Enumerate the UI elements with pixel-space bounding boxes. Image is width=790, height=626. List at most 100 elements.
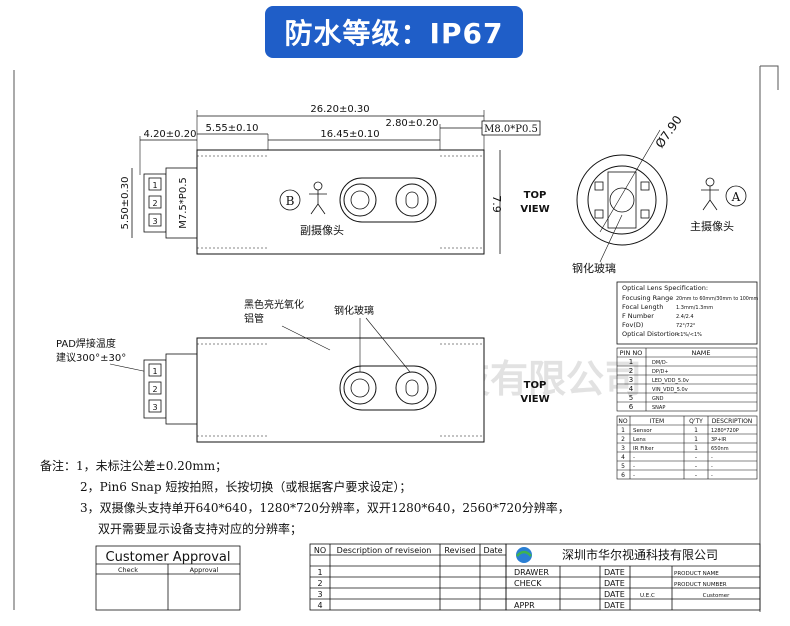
end-led: [640, 209, 650, 219]
tube-note-2: 铝管: [244, 312, 264, 325]
side-view: PAD焊接温度 建议300°±30° 1 2 3 黑色亮光氧化 铝管 钢化玻璃 …: [56, 298, 550, 443]
bom-qty: 1: [694, 436, 698, 443]
end-view: Ø7.90 A 主摄像头 钢化玻璃: [572, 113, 747, 275]
notes-block: 备注：1，未标注公差±0.20mm； 2，Pin6 Snap 短按拍照，长按切换…: [40, 456, 570, 540]
page-title-banner: 防水等级：IP67: [265, 6, 523, 58]
pcb-neck: [165, 167, 198, 239]
lens-left-inner: [350, 190, 370, 210]
bom-qty: 1: [694, 427, 698, 434]
pad-note-leader: [109, 363, 149, 373]
bom-header-no: NO: [618, 418, 627, 425]
side-pad-3-label: 3: [152, 403, 157, 412]
glass-leader: [599, 214, 623, 263]
side-pcb-neck: [165, 353, 198, 425]
tb-date: DATE: [604, 590, 625, 599]
top-view-label-2: VIEW: [520, 204, 549, 215]
side-pad-2: [148, 381, 162, 395]
optical-spec-title: Optical Lens Specification:: [622, 284, 708, 292]
bom-desc: 1280*720P: [711, 428, 739, 434]
pin-name: GND: [652, 396, 664, 402]
note-line: 2，Pin6 Snap 短按拍照，长按切换（或根据客户要求设定）；: [80, 480, 412, 494]
bom-desc: -: [711, 464, 713, 470]
note-line: 双开需要显示设备支持对应的分辨率；: [98, 522, 303, 536]
optical-row-value: 72°/72°: [676, 323, 696, 329]
thread-left-label: M7.5*P0.5: [178, 177, 189, 228]
rev-header-no: NO: [314, 546, 326, 555]
dim-b-label: 5.55±0.10: [206, 123, 259, 134]
end-led: [594, 181, 604, 191]
top-view-label-1: TOP: [524, 190, 547, 201]
rev-header-desc: Description of reviseion: [337, 546, 432, 555]
thread-callout-box: [481, 120, 541, 136]
optical-row-label: F Number: [622, 312, 654, 320]
bom-header-item: ITEM: [650, 418, 664, 425]
dim-d-label: 2.80±0.20: [386, 118, 439, 129]
rev-row-no: 3: [317, 590, 322, 599]
side-pad-3: [148, 399, 162, 413]
bom-qty: -: [695, 472, 697, 479]
camera-figure-icon: [701, 177, 719, 211]
bom-header-desc: DESCRIPTION: [712, 418, 753, 425]
optical-row-label: Focusing Range: [622, 294, 673, 302]
optical-row-label: Optical Distortion: [622, 330, 679, 338]
bom-desc: 3P+IR: [711, 437, 727, 443]
side-lens-left-inner: [350, 378, 370, 398]
tb-appr: APPR: [514, 601, 535, 610]
approval-approval: Approval: [190, 566, 219, 574]
tb-date: DATE: [604, 579, 625, 588]
rev-header-revised: Revised: [444, 546, 475, 555]
pin-no: 4: [629, 385, 634, 393]
marker-b-label: B: [286, 194, 295, 208]
end-led: [594, 209, 604, 219]
pad-note-2: 建议300°±30°: [56, 351, 126, 364]
side-lens-right-inner: [405, 379, 419, 397]
diameter-leader: [599, 129, 661, 233]
pin-no: 5: [629, 394, 633, 402]
pad-3: [148, 213, 162, 227]
thread-right-label: M8.0*P0.5: [484, 124, 538, 135]
pin-no: 3: [629, 376, 633, 384]
top-view: 26.20±0.30 4.20±0.20 5.55±0.10 16.45±0.1…: [120, 104, 550, 255]
side-glass-label: 钢化玻璃: [334, 304, 374, 317]
bom-no: 1: [621, 427, 625, 434]
marker-a: [725, 185, 747, 207]
rev-row-no: 1: [317, 568, 322, 577]
height-label: 7.9: [490, 195, 503, 213]
pad-1: [148, 177, 162, 191]
optical-row-value: 2.4/2.4: [676, 314, 694, 320]
side-pad-2-label: 2: [152, 385, 157, 394]
bom-item: Lens: [633, 437, 646, 443]
approval-check: Check: [118, 566, 138, 574]
pad-2-label: 2: [152, 199, 157, 208]
side-view-label-1: TOP: [524, 380, 547, 391]
page-title: 防水等级：IP67: [284, 17, 504, 50]
pin-table: [616, 347, 758, 412]
bom-item: -: [633, 473, 635, 479]
bom-desc: -: [711, 455, 713, 461]
pin-name: VIN_VDD_5.0v: [652, 387, 688, 393]
bom-header-qty: Q'TY: [689, 418, 703, 425]
bom-no: 6: [621, 472, 625, 479]
approval-title: Customer Approval: [106, 550, 231, 565]
tb-date: DATE: [604, 601, 625, 610]
marker-a-label: A: [731, 190, 741, 204]
bom-item: IR Filter: [633, 446, 655, 452]
diameter-label: Ø7.90: [653, 113, 685, 151]
pin-header-name: NAME: [691, 349, 710, 357]
camera-figure-icon: [309, 181, 327, 215]
tb-uec: U.E.C: [640, 593, 655, 599]
main-camera-label: 主摄像头: [690, 219, 734, 233]
optical-row-label: Focal Length: [622, 303, 663, 311]
optical-row-value: <1%/<1%: [676, 332, 702, 338]
bom-no: 5: [621, 463, 625, 470]
bom-table: [616, 415, 758, 480]
dim-overall-label: 26.20±0.30: [310, 104, 369, 115]
pad-note-1: PAD焊接温度: [56, 337, 116, 350]
tb-customer: Customer: [703, 593, 730, 599]
side-pad-1-label: 1: [152, 367, 157, 376]
dim-c-label: 16.45±0.10: [320, 129, 379, 140]
sub-camera-label: 副摄像头: [300, 223, 344, 237]
optical-spec-box: Optical Lens Specification: Focusing Ran…: [616, 281, 759, 345]
bom-no: 3: [621, 445, 625, 452]
